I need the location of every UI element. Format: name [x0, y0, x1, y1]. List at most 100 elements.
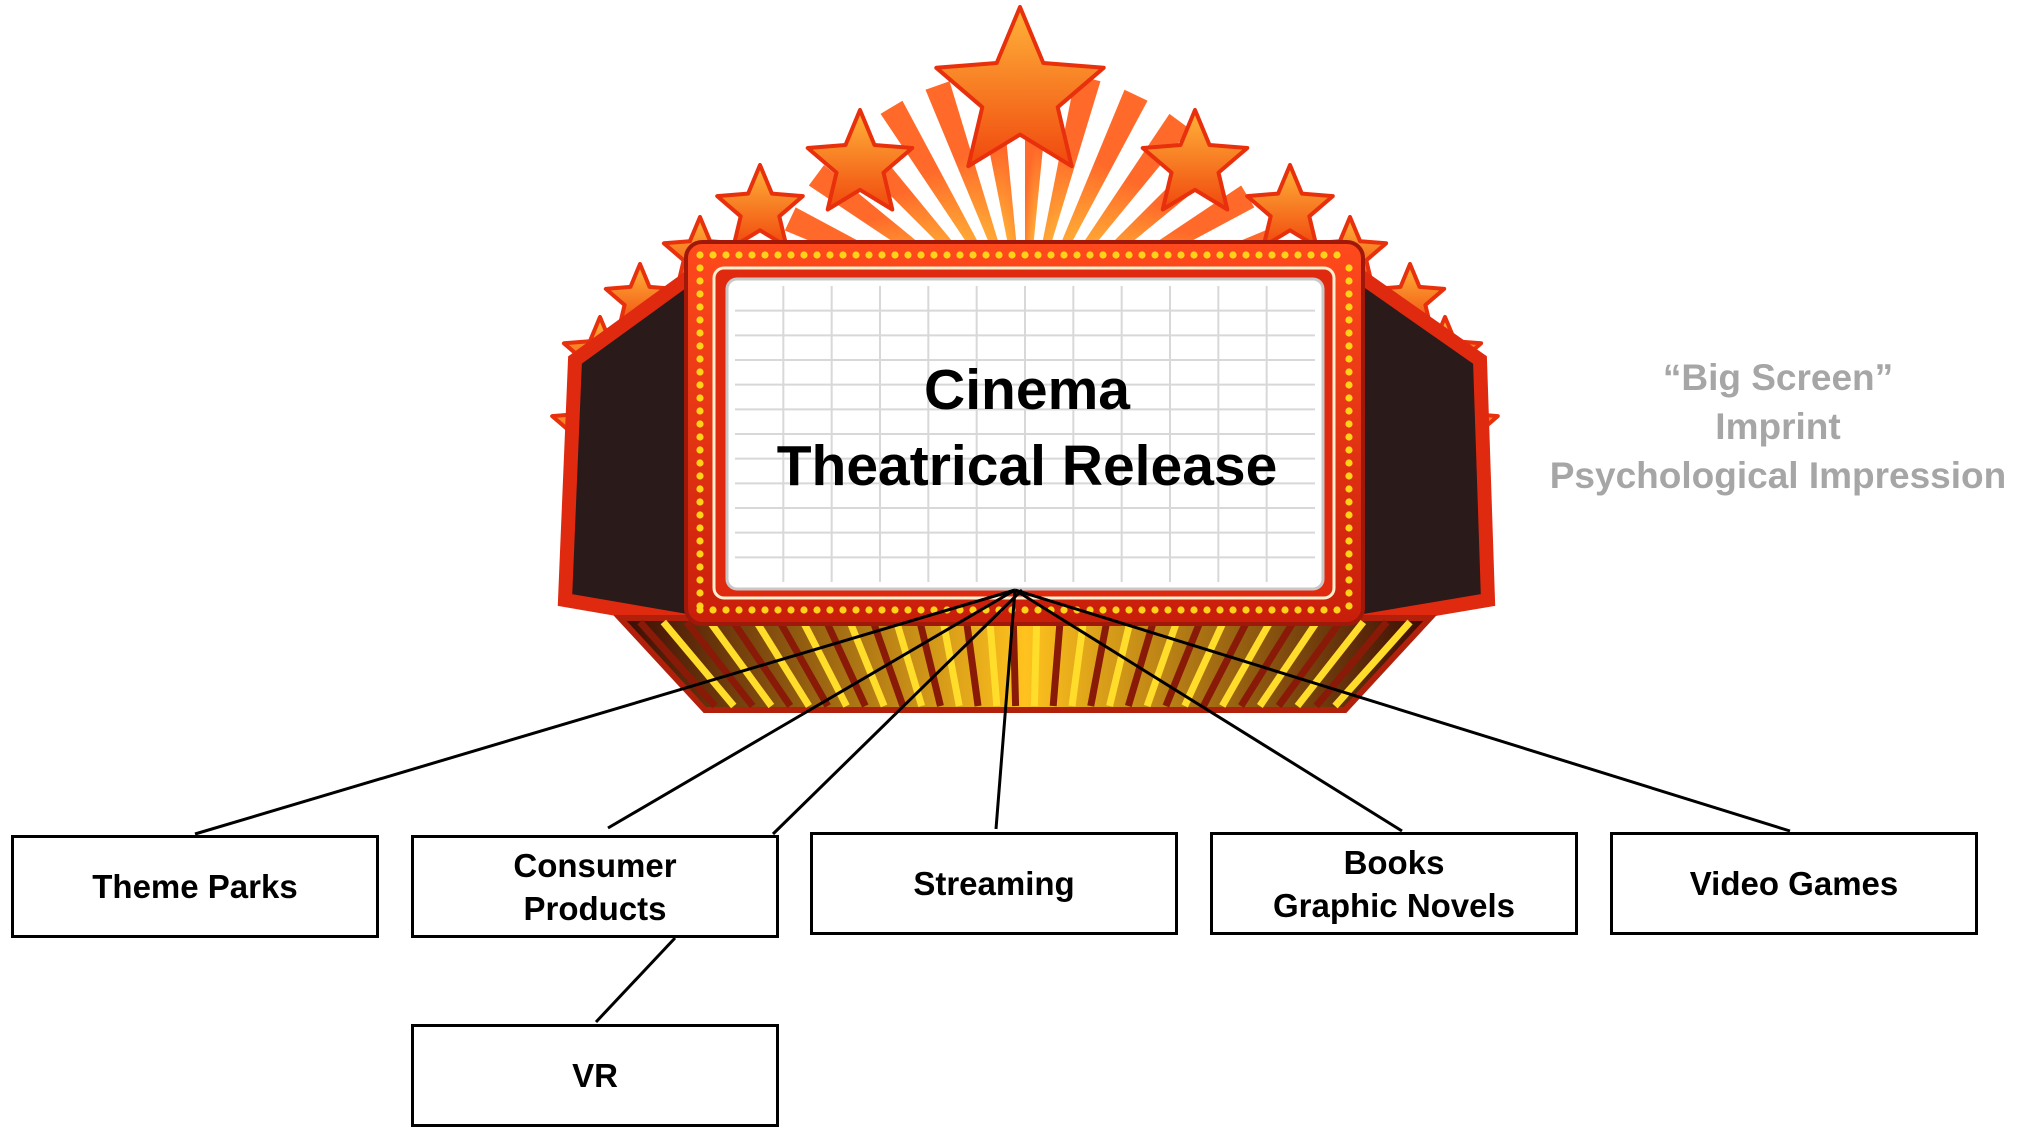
bulb: [800, 251, 808, 259]
bulb: [696, 342, 704, 350]
base-stripe: [963, 621, 982, 707]
bulb: [1255, 606, 1263, 614]
bulb: [904, 251, 912, 259]
bulb: [696, 589, 704, 597]
vr-box: VR: [411, 1024, 779, 1127]
bulb: [839, 606, 847, 614]
bulb: [826, 251, 834, 259]
base-stripe: [753, 620, 812, 708]
bulb: [696, 329, 704, 337]
bulb: [1086, 251, 1094, 259]
bulb: [696, 277, 704, 285]
bulb: [1345, 446, 1353, 454]
bulb: [1190, 251, 1198, 259]
bulb: [696, 381, 704, 389]
bulb: [865, 251, 873, 259]
bulb: [1190, 606, 1198, 614]
bulb: [1345, 420, 1353, 428]
bulb: [696, 550, 704, 558]
bulb: [1345, 381, 1353, 389]
bulb: [748, 251, 756, 259]
connector-consumer-products-b: [771, 588, 1024, 836]
streaming-box: Streaming: [810, 832, 1178, 935]
base-stripe: [986, 621, 1001, 707]
bulb: [1060, 251, 1068, 259]
bulb: [852, 606, 860, 614]
bulb: [1151, 251, 1159, 259]
bulb: [696, 524, 704, 532]
bulb: [735, 606, 743, 614]
base-stripe: [637, 619, 718, 709]
bulb: [1345, 329, 1353, 337]
bulb: [917, 251, 925, 259]
base-stripe: [1087, 621, 1111, 707]
connector-consumer-products-a: [607, 588, 1016, 830]
bulb: [1112, 251, 1120, 259]
connector-video-games: [1014, 588, 1791, 833]
bulb: [696, 394, 704, 402]
bulb: [1345, 264, 1353, 272]
bulb: [956, 251, 964, 259]
bulb: [722, 606, 730, 614]
bulb: [1345, 576, 1353, 584]
bulb: [1345, 290, 1353, 298]
bulb: [722, 251, 730, 259]
base-stripe: [1200, 620, 1250, 708]
bulb: [1345, 433, 1353, 441]
bulb: [852, 251, 860, 259]
base-stripe: [1162, 620, 1204, 708]
base-stripe: [1181, 620, 1227, 708]
bulb: [787, 606, 795, 614]
bulb: [1307, 606, 1315, 614]
connector-streaming: [994, 589, 1017, 830]
video-games-box: Video Games: [1610, 832, 1978, 935]
books-graphic-novels-box: Books Graphic Novels: [1210, 832, 1578, 935]
star-icon: [805, 108, 915, 212]
bulb: [696, 511, 704, 519]
bulb: [1151, 606, 1159, 614]
bulb: [696, 537, 704, 545]
bulb: [1164, 606, 1172, 614]
bulb: [904, 606, 912, 614]
bulb: [1138, 606, 1146, 614]
bulb: [709, 251, 717, 259]
bulb: [1125, 606, 1133, 614]
star-icon: [1140, 108, 1250, 212]
bulb: [761, 606, 769, 614]
books-label-line1: Books: [1343, 843, 1445, 881]
base-stripe: [1256, 620, 1320, 708]
bulb: [1345, 472, 1353, 480]
bulb: [1242, 251, 1250, 259]
bulb: [1345, 485, 1353, 493]
theme-parks-box: Theme Parks: [11, 835, 379, 938]
bulb: [1047, 251, 1055, 259]
bulb: [1138, 251, 1146, 259]
bulb: [735, 251, 743, 259]
star-icon: [715, 163, 805, 249]
bulb: [1345, 355, 1353, 363]
bulb: [1177, 606, 1185, 614]
base-stripe: [1030, 621, 1041, 707]
bulb: [943, 251, 951, 259]
bulb: [1281, 251, 1289, 259]
bulb: [1060, 606, 1068, 614]
connector-books: [1014, 588, 1403, 833]
bulb: [878, 606, 886, 614]
bulb: [891, 606, 899, 614]
marquee-bulbs: [696, 251, 1353, 614]
bulb: [813, 606, 821, 614]
bulb: [696, 602, 704, 610]
bulb: [1021, 251, 1029, 259]
bulb: [1345, 498, 1353, 506]
books-label-line2: Graphic Novels: [1272, 886, 1516, 924]
base-stripe: [1106, 621, 1134, 707]
base-stripe: [1068, 621, 1087, 707]
bulb: [787, 251, 795, 259]
bulb: [1229, 251, 1237, 259]
bulb: [1345, 368, 1353, 376]
bulb: [1345, 550, 1353, 558]
bulb: [930, 606, 938, 614]
marquee-base-stripes: [637, 619, 1413, 709]
